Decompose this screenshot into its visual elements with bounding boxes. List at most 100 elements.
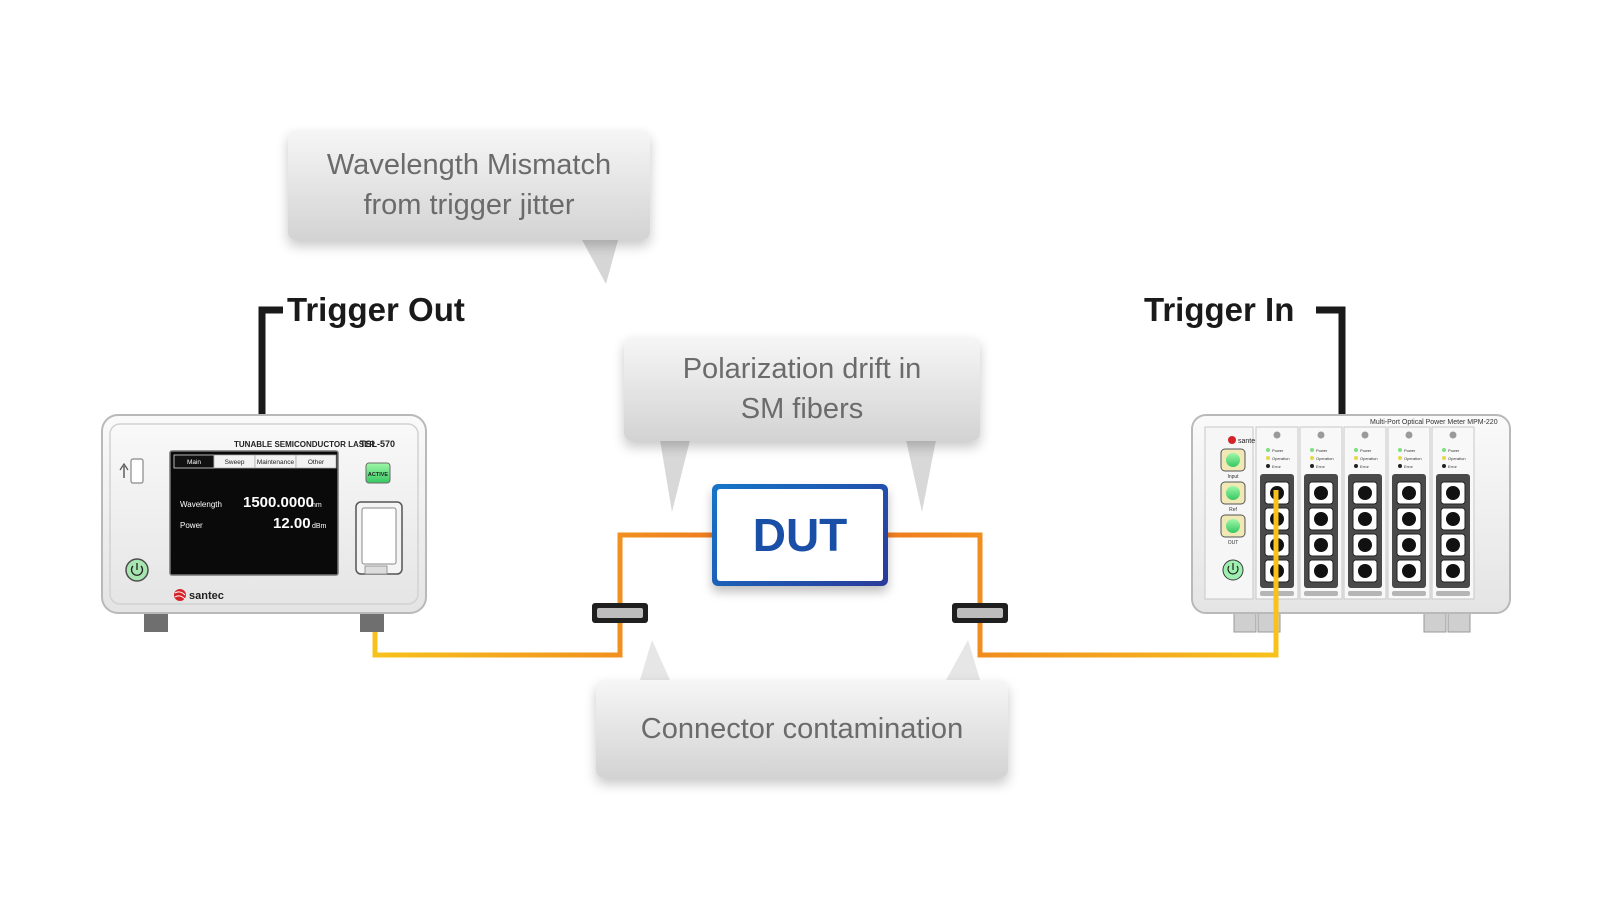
optical-port-hole — [1358, 564, 1372, 578]
connector-callout-tail-left — [640, 640, 670, 680]
santec-logo-icon — [1228, 436, 1236, 444]
tab-main-label: Main — [187, 459, 201, 466]
tab-sweep-label: Sweep — [225, 459, 245, 466]
tab-other[interactable] — [295, 454, 337, 469]
laser-model: TSL-570 — [360, 439, 395, 449]
status-led — [1442, 448, 1446, 452]
usb-icon — [119, 462, 129, 478]
status-led — [1310, 456, 1314, 460]
module-latch — [1304, 591, 1338, 596]
polarization-callout-line-1: Polarization drift in — [682, 353, 922, 385]
status-label: Error — [1404, 464, 1414, 469]
optical-port-hole — [1358, 512, 1372, 526]
connector-contamination-callout: Connector contamination — [596, 680, 1008, 778]
optical-port-hole — [1402, 486, 1416, 500]
out-button-label: OUT — [1228, 540, 1239, 546]
trigger-cable-left-riser — [258, 306, 290, 415]
active-button[interactable] — [365, 462, 391, 484]
status-label: Error — [1272, 464, 1282, 469]
power-label: Power — [180, 521, 203, 530]
status-led — [1354, 456, 1358, 460]
usb-port[interactable] — [130, 458, 144, 484]
status-led — [1354, 464, 1358, 468]
power-value: 12.00 — [273, 515, 311, 532]
module-latch — [1348, 591, 1382, 596]
module-indicator-screw — [1405, 431, 1413, 439]
status-led — [1266, 464, 1270, 468]
ref-button-label: Ref — [1229, 507, 1237, 513]
status-led — [1354, 448, 1358, 452]
power-meter-device: Multi-Port Optical Power Meter MPM-220 s… — [1191, 414, 1511, 656]
status-led — [1266, 456, 1270, 460]
status-label: Power — [1360, 448, 1372, 453]
polarization-callout-line-2: SM fibers — [740, 393, 864, 425]
module-indicator-screw — [1273, 431, 1281, 439]
dut-box: DUT — [712, 484, 888, 586]
module-indicator-screw — [1449, 431, 1457, 439]
status-label: Error — [1360, 464, 1370, 469]
status-led — [1398, 464, 1402, 468]
laser-model-caption: TUNABLE SEMICONDUCTOR LASER — [234, 440, 375, 449]
connector-callout-tail-right — [946, 640, 980, 680]
trigger-out-label: Trigger Out — [283, 290, 469, 330]
laser-tabs: Main Sweep Maintenance Other — [173, 454, 337, 469]
status-label: Power — [1272, 448, 1284, 453]
status-label: Error — [1448, 464, 1458, 469]
status-led — [1442, 464, 1446, 468]
module-latch — [1392, 591, 1426, 596]
optical-port-hole — [1446, 538, 1460, 552]
tab-other-label: Other — [308, 459, 325, 466]
optical-port-hole — [1402, 512, 1416, 526]
status-led — [1398, 448, 1402, 452]
status-label: Operation — [1448, 456, 1466, 461]
status-led — [1310, 448, 1314, 452]
optical-port-hole — [1402, 564, 1416, 578]
tunable-laser-device: TUNABLE SEMICONDUCTOR LASER TSL-570 Main… — [101, 414, 427, 632]
polarization-callout-tail-left — [660, 440, 690, 512]
optical-port-hole — [1446, 486, 1460, 500]
status-label: Operation — [1360, 456, 1378, 461]
optical-port-hole — [1402, 538, 1416, 552]
polarization-drift-callout: Polarization drift in SM fibers — [624, 337, 980, 441]
optical-port-hole — [1314, 538, 1328, 552]
optical-port-hole — [1446, 512, 1460, 526]
meter-title: Multi-Port Optical Power Meter MPM-220 — [1370, 419, 1498, 426]
trigger-in-label: Trigger In — [1140, 290, 1299, 330]
status-led — [1442, 456, 1446, 460]
active-button-label: ACTIVE — [368, 472, 389, 478]
laser-brand: santec — [189, 590, 224, 602]
optical-port-hole — [1314, 564, 1328, 578]
status-label: Power — [1448, 448, 1460, 453]
wavelength-callout-tail — [582, 240, 618, 284]
dut-label: DUT — [717, 489, 883, 581]
status-label: Operation — [1404, 456, 1422, 461]
trigger-cable-right-riser — [1316, 306, 1346, 415]
wavelength-mismatch-callout: Wavelength Mismatch from trigger jitter — [288, 130, 650, 240]
tab-maintenance-label: Maintenance — [257, 459, 295, 466]
power-icon — [130, 563, 144, 576]
status-label: Operation — [1272, 456, 1290, 461]
power-unit: dBm — [312, 523, 327, 530]
optical-port-hole — [1314, 512, 1328, 526]
wavelength-value: 1500.0000 — [243, 494, 314, 511]
polarization-callout-tail-right — [906, 440, 936, 512]
status-label: Power — [1404, 448, 1416, 453]
status-label: Power — [1316, 448, 1328, 453]
input-button-label: Input — [1227, 474, 1239, 480]
module-latch — [1436, 591, 1470, 596]
santec-logo-icon — [174, 589, 186, 601]
wavelength-label: Wavelength — [180, 500, 222, 509]
status-led — [1266, 448, 1270, 452]
meter-brand: santec — [1238, 438, 1259, 445]
optical-port-hole — [1314, 486, 1328, 500]
module-indicator-screw — [1317, 431, 1325, 439]
connector-callout-line-1: Connector contamination — [640, 713, 964, 745]
status-label: Error — [1316, 464, 1326, 469]
power-icon — [1227, 563, 1239, 575]
wavelength-callout-line-2: from trigger jitter — [363, 189, 575, 221]
